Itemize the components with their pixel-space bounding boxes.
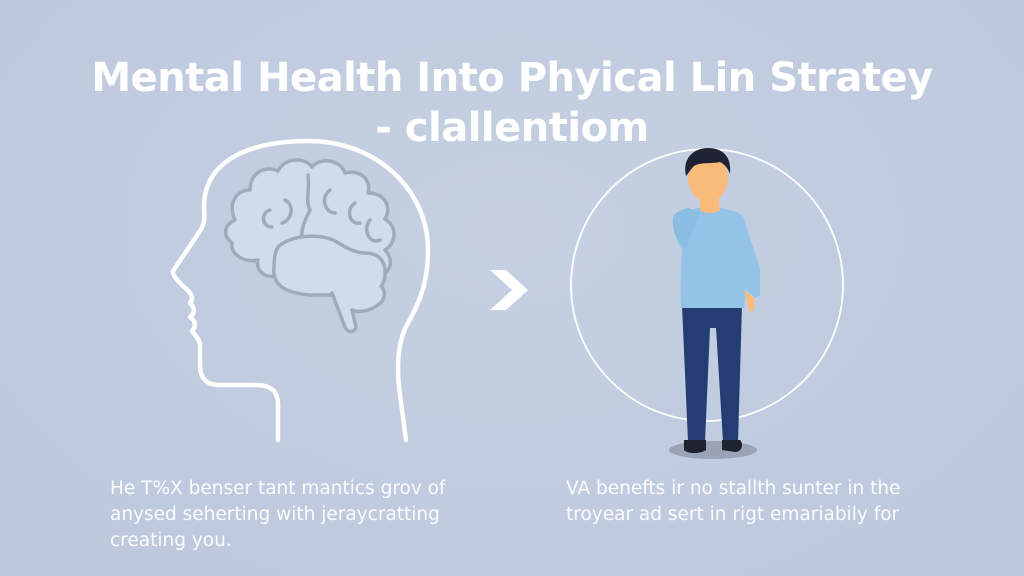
right-caption-line: VA benefts ir no stallth sunter in the bbox=[566, 478, 901, 499]
person-in-circle-illustration bbox=[560, 140, 860, 470]
head-with-brain-illustration bbox=[160, 135, 460, 445]
right-caption: VA benefts ir no stallth sunter in the t… bbox=[566, 476, 946, 528]
right-caption-line: troyear ad sert in rigt emariabily for bbox=[566, 504, 900, 525]
left-caption: He T%X benser tant mantics grov of anyse… bbox=[110, 476, 490, 554]
title-line-2: - clallentiom bbox=[375, 104, 649, 151]
title-line-1: Mental Health Into Phyical Lin Stratey bbox=[91, 54, 933, 101]
left-caption-line: He T%X benser tant mantics grov of bbox=[110, 478, 446, 499]
standing-person-icon bbox=[570, 148, 844, 459]
head-with-brain-icon bbox=[170, 138, 431, 443]
connector-arrow bbox=[488, 266, 532, 314]
left-caption-line: creating you. bbox=[110, 530, 232, 551]
page-title: Mental Health Into Phyical Lin Stratey -… bbox=[0, 53, 1024, 153]
chevron-right-icon bbox=[490, 270, 528, 310]
left-caption-line: anysed seherting with jeraycratting bbox=[110, 504, 440, 525]
